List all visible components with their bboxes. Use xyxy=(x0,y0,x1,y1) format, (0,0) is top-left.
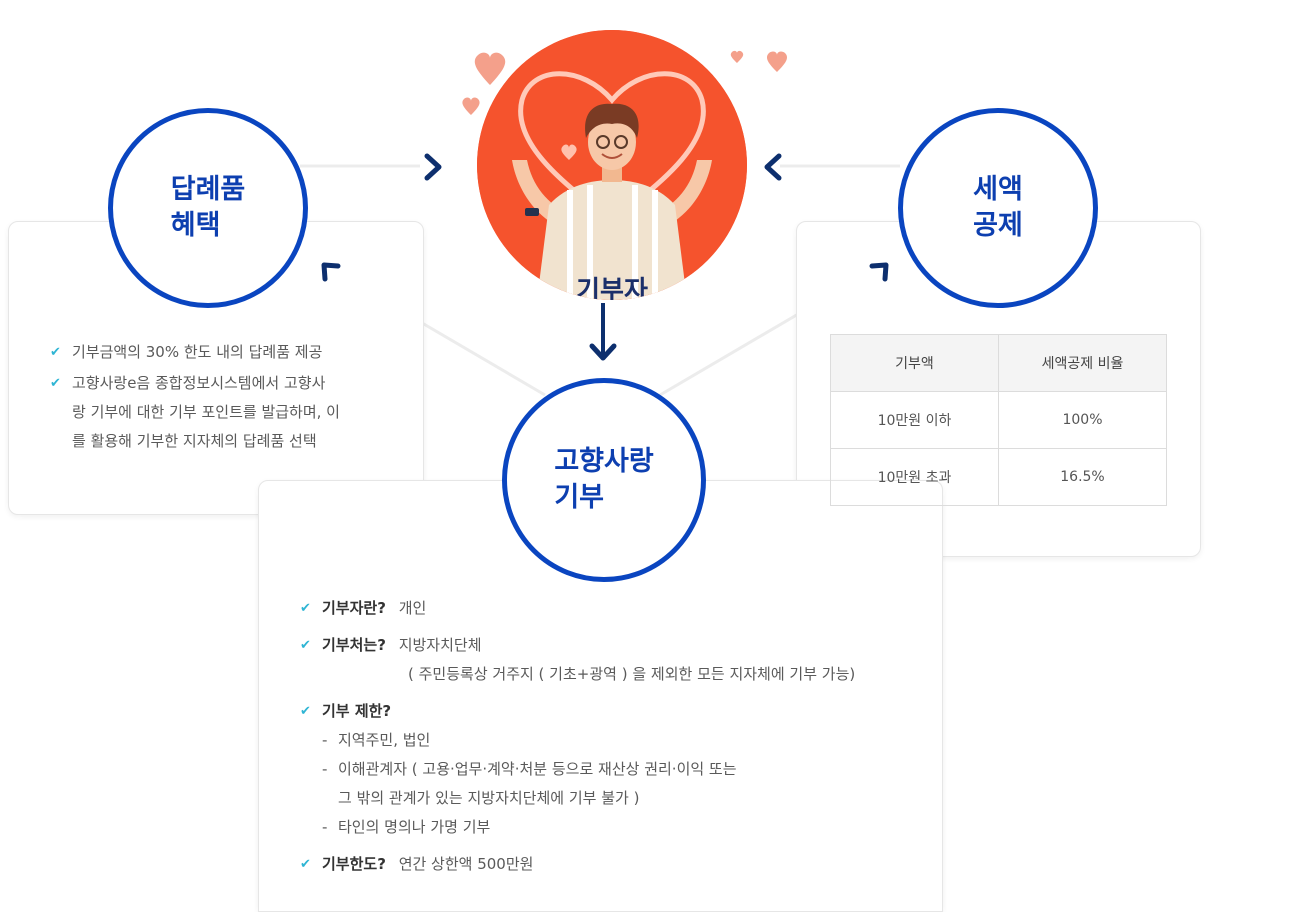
arrow-right-icon xyxy=(424,153,442,181)
heart-icon xyxy=(730,50,744,63)
donor-illustration xyxy=(477,30,747,300)
heart-icon xyxy=(474,52,506,85)
table-cell: 100% xyxy=(998,391,1167,449)
question-label: 기부 제한? xyxy=(322,702,392,720)
answer-text: 개인 xyxy=(398,599,427,617)
gift-item-text: 고향사랑e음 종합정보시스템에서 고향사 xyxy=(72,374,326,392)
gift-item-text: 기부금액의 30% 한도 내의 답례품 제공 xyxy=(72,343,323,361)
heart-icon xyxy=(462,97,480,115)
restriction-text: 지역주민, 법인 xyxy=(338,731,431,749)
answer-text: 연간 상한액 500만원 xyxy=(398,855,534,873)
arrow-down-icon xyxy=(589,343,617,361)
list-item: ✔ 기부금액의 30% 한도 내의 답례품 제공 xyxy=(50,338,390,367)
table-header: 세액공제 비율 xyxy=(998,334,1167,392)
table-header: 기부액 xyxy=(830,334,999,392)
hometown-donation-list: ✔ 기부자란? 개인 ✔ 기부처는? 지방자치단체 ( 주민등록상 거주지 ( … xyxy=(300,594,920,879)
gift-benefit-list: ✔ 기부금액의 30% 한도 내의 답례품 제공 ✔ 고향사랑e음 종합정보시스… xyxy=(50,338,390,458)
table-header-row: 기부액 세액공제 비율 xyxy=(830,334,1167,392)
question-label: 기부자란? xyxy=(322,599,386,617)
table-cell: 10만원 이하 xyxy=(830,391,999,449)
heart-icon xyxy=(518,71,706,224)
hometown-donation-ring: 고향사랑 기부 xyxy=(502,378,706,582)
table-cell: 10만원 초과 xyxy=(830,448,999,506)
answer-detail: ( 주민등록상 거주지 ( 기초+광역 ) 을 제외한 모든 지자체에 기부 가… xyxy=(408,665,856,683)
question-label: 기부처는? xyxy=(322,636,386,654)
heart-icon xyxy=(561,144,577,160)
restriction-item: -이해관계자 ( 고용·업무·계약·처분 등으로 재산상 권리·이익 또는 xyxy=(322,760,737,778)
list-item: ✔ 기부자란? 개인 xyxy=(300,594,920,623)
restriction-text: 이해관계자 ( 고용·업무·계약·처분 등으로 재산상 권리·이익 또는 xyxy=(338,760,737,778)
hometown-donation-title: 고향사랑 기부 xyxy=(554,446,654,513)
check-icon: ✔ xyxy=(300,857,311,872)
check-icon: ✔ xyxy=(50,376,61,391)
restriction-text: 그 밖의 관계가 있는 지방자치단체에 기부 불가 ) xyxy=(338,789,640,807)
gift-benefit-ring: 답례품 혜택 xyxy=(108,108,308,308)
question-label: 기부한도? xyxy=(322,855,386,873)
check-icon: ✔ xyxy=(300,638,311,653)
restriction-item: -지역주민, 법인 xyxy=(322,731,431,749)
table-cell: 16.5% xyxy=(998,448,1167,506)
table-row: 10만원 이하 100% xyxy=(830,391,1167,449)
check-icon: ✔ xyxy=(50,345,61,360)
gift-benefit-title: 답례품 혜택 xyxy=(170,174,246,241)
list-item: ✔ 고향사랑e음 종합정보시스템에서 고향사 랑 기부에 대한 기부 포인트를 … xyxy=(50,369,390,456)
list-item: ✔ 기부 제한? -지역주민, 법인 -이해관계자 ( 고용·업무·계약·처분 … xyxy=(300,697,920,842)
restriction-text: 타인의 명의나 가명 기부 xyxy=(338,818,491,836)
heart-icon xyxy=(766,51,788,72)
restriction-item: -타인의 명의나 가명 기부 xyxy=(322,818,491,836)
tax-deduction-title: 세액 공제 xyxy=(973,174,1023,241)
list-item: ✔ 기부처는? 지방자치단체 ( 주민등록상 거주지 ( 기초+광역 ) 을 제… xyxy=(300,631,920,689)
arrow-left-icon xyxy=(764,153,782,181)
list-item: ✔ 기부한도? 연간 상한액 500만원 xyxy=(300,850,920,879)
gift-item-text: 를 활용해 기부한 지자체의 답례품 선택 xyxy=(72,432,317,450)
answer-text: 지방자치단체 xyxy=(398,636,482,654)
donor-label: 기부자 xyxy=(576,276,648,300)
donor-circle: 기부자 xyxy=(477,30,747,300)
tax-deduction-ring: 세액 공제 xyxy=(898,108,1098,308)
tax-deduction-table: 기부액 세액공제 비율 10만원 이하 100% 10만원 초과 16.5% xyxy=(830,334,1167,506)
table-row: 10만원 초과 16.5% xyxy=(830,448,1167,506)
check-icon: ✔ xyxy=(300,601,311,616)
arrow-up-right-icon xyxy=(869,262,889,282)
gift-item-text: 랑 기부에 대한 기부 포인트를 발급하며, 이 xyxy=(72,403,340,421)
check-icon: ✔ xyxy=(300,704,311,719)
arrow-up-left-icon xyxy=(321,262,341,282)
